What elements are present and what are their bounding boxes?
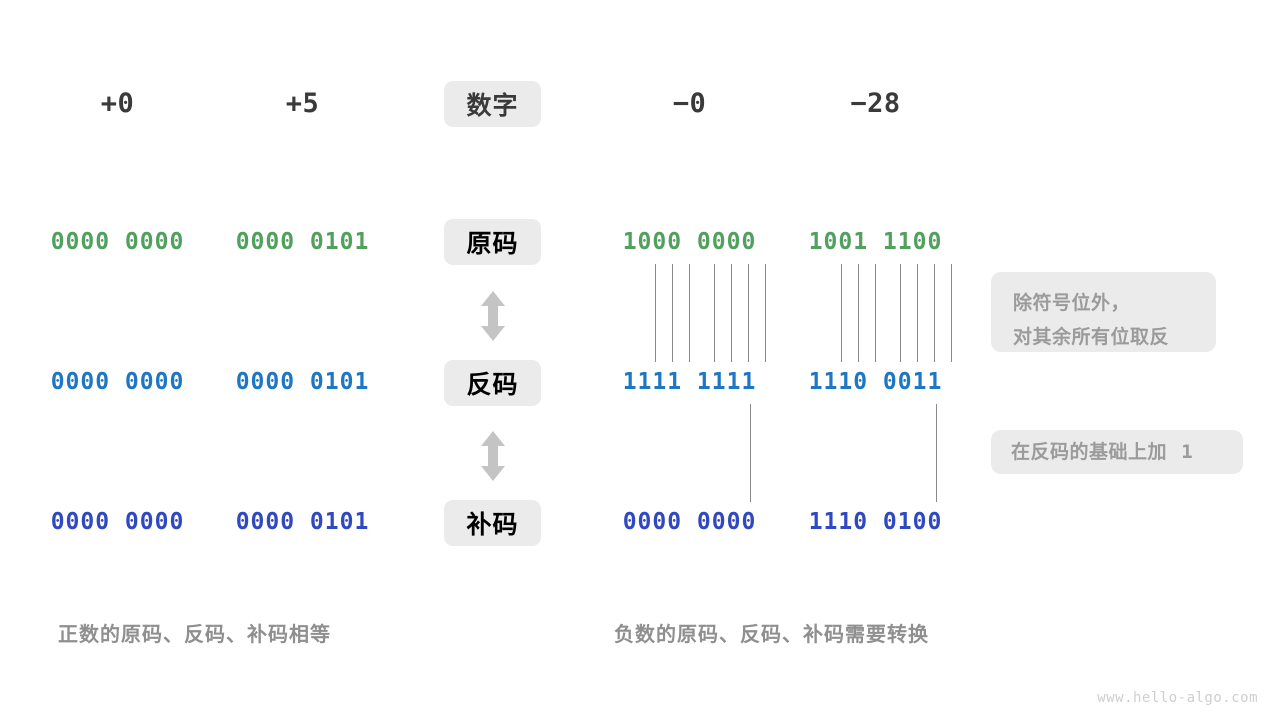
row-label-original-code-badge: 原码 <box>444 219 541 265</box>
watermark-url: www.hello-algo.com <box>1097 690 1258 706</box>
invert-connector-line <box>731 264 732 362</box>
invert-connector-line <box>951 264 952 362</box>
invert-connector-line <box>655 264 656 362</box>
double-arrow-ones-to-twos <box>476 430 510 482</box>
caption-negative-numbers: 负数的原码、反码、补码需要转换 <box>614 622 929 646</box>
header-value-minus-twentyeight: −28 <box>850 87 901 119</box>
original-code-minus-zero: 1000 0000 <box>622 229 757 255</box>
ones-complement-plus-five: 0000 0101 <box>235 369 370 395</box>
ones-complement-plus-zero: 0000 0000 <box>50 369 185 395</box>
caption-positive-numbers: 正数的原码、反码、补码相等 <box>58 622 331 646</box>
invert-connector-line <box>858 264 859 362</box>
header-row-label-badge: 数字 <box>444 81 541 127</box>
header-row-label-text: 数字 <box>466 91 519 120</box>
original-code-plus-zero: 0000 0000 <box>50 229 185 255</box>
invert-connector-line <box>714 264 715 362</box>
twos-complement-minus-twentyeight: 1110 0100 <box>808 509 943 535</box>
original-code-plus-five: 0000 0101 <box>235 229 370 255</box>
twos-complement-plus-zero: 0000 0000 <box>50 509 185 535</box>
note-add-one-value: 1 <box>1181 441 1193 463</box>
twos-complement-minus-zero: 0000 0000 <box>622 509 757 535</box>
note-invert-bits: 除符号位外， 对其余所有位取反 <box>991 272 1216 352</box>
invert-connector-line <box>934 264 935 362</box>
note-invert-line1: 除符号位外， <box>1013 292 1131 314</box>
row-label-twos-complement-text: 补码 <box>466 510 519 539</box>
invert-connector-line <box>672 264 673 362</box>
invert-connector-line <box>875 264 876 362</box>
add-one-connector-line <box>936 404 937 502</box>
double-headed-vertical-arrow-icon <box>481 431 505 481</box>
ones-complement-minus-zero: 1111 1111 <box>622 369 757 395</box>
note-add-one-prefix: 在反码的基础上加 <box>1011 441 1168 463</box>
note-add-one: 在反码的基础上加 1 <box>991 430 1243 474</box>
invert-connector-line <box>841 264 842 362</box>
invert-connector-line <box>748 264 749 362</box>
invert-connector-line <box>765 264 766 362</box>
header-value-minus-zero: −0 <box>672 87 707 119</box>
original-code-minus-twentyeight: 1001 1100 <box>808 229 943 255</box>
row-label-ones-complement-badge: 反码 <box>444 360 541 406</box>
double-headed-vertical-arrow-icon <box>481 291 505 341</box>
invert-connector-line <box>689 264 690 362</box>
invert-connector-line <box>917 264 918 362</box>
ones-complement-minus-twentyeight: 1110 0011 <box>808 369 943 395</box>
add-one-connector-line <box>750 404 751 502</box>
invert-connector-line <box>900 264 901 362</box>
note-invert-line2: 对其余所有位取反 <box>1013 326 1170 348</box>
double-arrow-original-to-ones <box>476 290 510 342</box>
header-value-plus-zero: +0 <box>100 87 135 119</box>
header-value-plus-five: +5 <box>285 87 320 119</box>
row-label-twos-complement-badge: 补码 <box>444 500 541 546</box>
twos-complement-plus-five: 0000 0101 <box>235 509 370 535</box>
row-label-ones-complement-text: 反码 <box>466 370 519 399</box>
row-label-original-code-text: 原码 <box>466 229 519 258</box>
